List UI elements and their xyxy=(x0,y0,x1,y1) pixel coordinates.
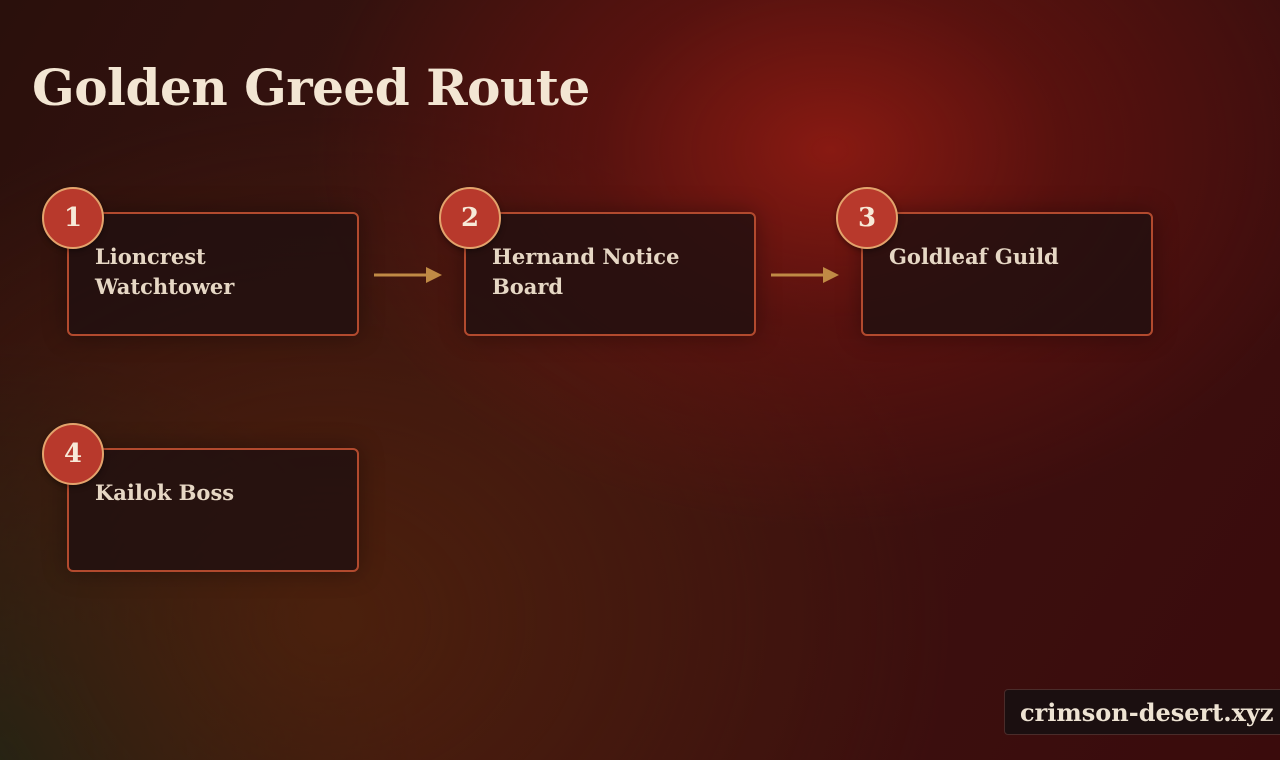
site-watermark: crimson-desert.xyz xyxy=(1004,689,1280,735)
step-label: Goldleaf Guild xyxy=(889,244,1059,269)
step-label: Hernand Notice Board xyxy=(492,244,680,299)
step-number-badge: 3 xyxy=(836,187,898,249)
step-number-badge: 1 xyxy=(42,187,104,249)
step-label: Kailok Boss xyxy=(95,480,235,505)
step-number-badge: 2 xyxy=(439,187,501,249)
route-step-4: 4 Kailok Boss xyxy=(42,423,359,572)
page-title: Golden Greed Route xyxy=(32,58,590,117)
arrow-right-icon xyxy=(771,267,839,283)
route-step-2: 2 Hernand Notice Board xyxy=(439,187,756,336)
step-label: Lioncrest Watchtower xyxy=(95,244,235,299)
route-step-3: 3 Goldleaf Guild xyxy=(836,187,1153,336)
arrow-right-icon xyxy=(374,267,442,283)
step-number-badge: 4 xyxy=(42,423,104,485)
route-step-1: 1 Lioncrest Watchtower xyxy=(42,187,359,336)
